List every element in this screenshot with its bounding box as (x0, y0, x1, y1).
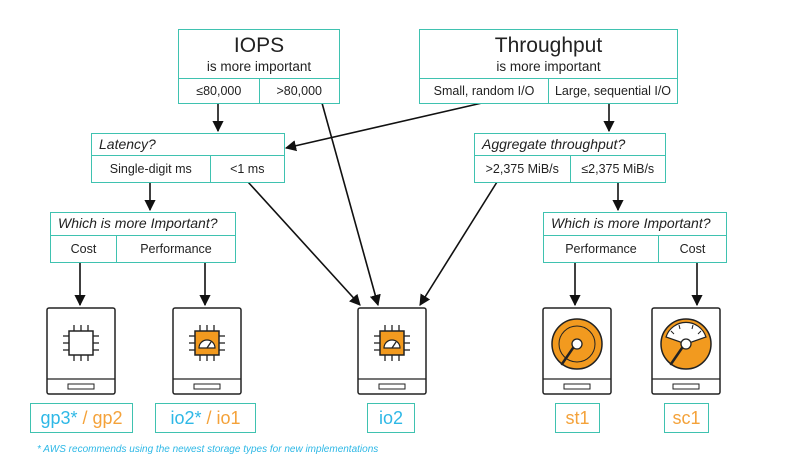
volume-label-io: io2* / io1 (155, 403, 256, 433)
hdd-icon (542, 307, 612, 395)
volume-label-gp3: gp3* (40, 407, 78, 428)
volume-label-io1: io1 (216, 407, 241, 428)
importance-left-question: Which is more Important? (58, 215, 218, 231)
volume-label-separator: / (77, 407, 93, 428)
importance-right-option-cost: Cost (657, 236, 726, 262)
arrow-small-io-to-latency (284, 102, 483, 152)
arrow-iops-high-to-io2 (321, 102, 381, 307)
aggregate-throughput-box: Aggregate throughput? >2,375 MiB/s ≤2,37… (474, 133, 666, 183)
volume-label-gp: gp3* / gp2 (30, 403, 133, 433)
hdd-gauge-icon (651, 307, 721, 395)
aggregate-question: Aggregate throughput? (482, 136, 626, 152)
importance-right-box: Which is more Important? Performance Cos… (543, 212, 727, 263)
importance-right-option-performance: Performance (565, 242, 637, 256)
aggregate-option-low: ≤2,375 MiB/s (569, 156, 666, 182)
volume-label-sc1: sc1 (664, 403, 709, 433)
chip-gauge-icon (172, 307, 242, 395)
latency-question: Latency? (99, 136, 156, 152)
throughput-subtitle: is more important (496, 59, 601, 74)
latency-box: Latency? Single-digit ms <1 ms (91, 133, 285, 183)
chip-gauge-icon (357, 307, 427, 395)
volume-label-st1: st1 (555, 403, 600, 433)
volume-label-io2-text: io2 (378, 407, 404, 428)
iops-option-high: >80,000 (258, 79, 340, 103)
iops-box: IOPS is more important ≤80,000 >80,000 (178, 29, 340, 104)
volume-label-gp2: gp2 (92, 407, 123, 428)
importance-left-option-performance: Performance (115, 236, 235, 262)
footnote: * AWS recommends using the newest storag… (37, 444, 379, 455)
volume-label-io2-star: io2* (170, 407, 202, 428)
throughput-title: Throughput (494, 34, 603, 57)
latency-option-single-digit: Single-digit ms (109, 162, 192, 176)
iops-option-low: ≤80,000 (196, 84, 242, 98)
volume-label-st1-text: st1 (565, 407, 590, 428)
throughput-option-large: Large, sequential I/O (548, 79, 677, 103)
volume-label-separator: / (201, 407, 217, 428)
latency-option-sub-ms: <1 ms (209, 156, 284, 182)
arrow-sub-ms-to-io2 (247, 181, 361, 306)
chip-icon (46, 307, 116, 395)
aggregate-option-high: >2,375 MiB/s (485, 162, 559, 176)
importance-right-question: Which is more Important? (551, 215, 711, 231)
importance-left-box: Which is more Important? Cost Performanc… (50, 212, 236, 263)
throughput-option-small: Small, random I/O (433, 84, 535, 98)
volume-label-sc1-text: sc1 (672, 407, 701, 428)
iops-title: IOPS (233, 34, 285, 57)
arrow-high-throughput-to-io2 (419, 181, 498, 306)
volume-label-io2: io2 (367, 403, 415, 433)
importance-left-option-cost: Cost (70, 242, 97, 256)
iops-subtitle: is more important (206, 59, 312, 74)
throughput-box: Throughput is more important Small, rand… (419, 29, 678, 104)
